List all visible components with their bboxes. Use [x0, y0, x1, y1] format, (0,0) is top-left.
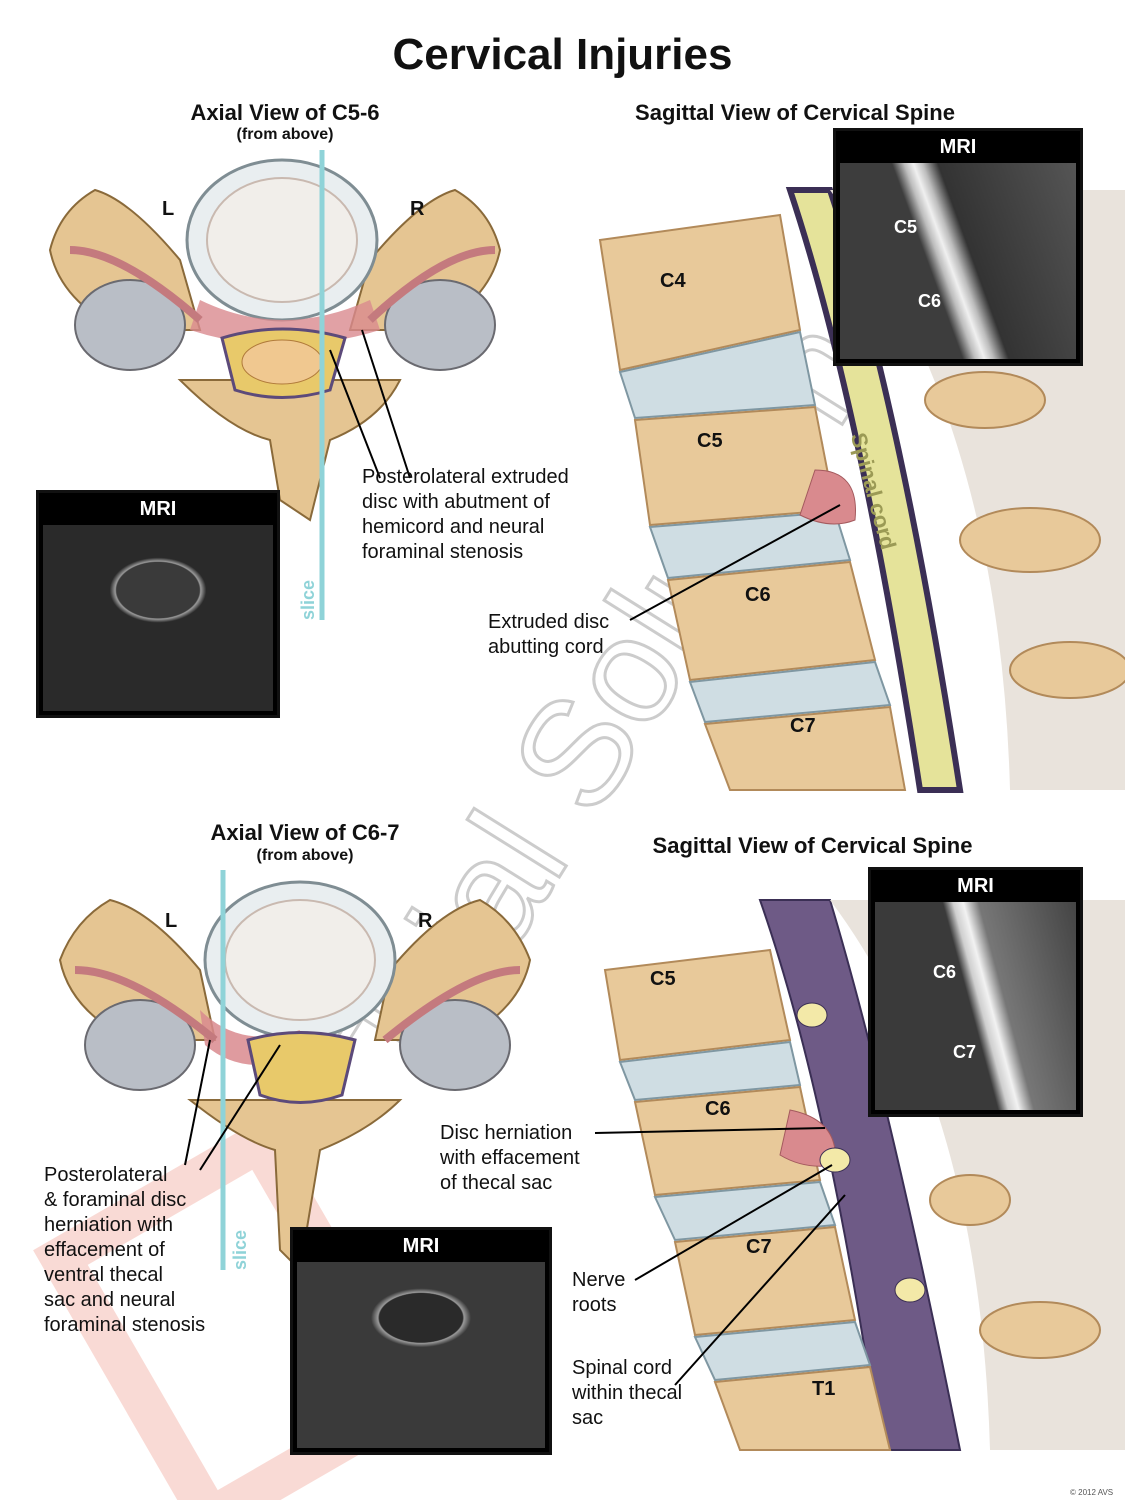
copyright: © 2012 AVS	[1070, 1488, 1114, 1497]
annotation-line: ventral thecal	[44, 1264, 163, 1286]
axial-c5-6-mri-panel: MRI	[36, 490, 280, 718]
annotation-line: hemicord and neural	[362, 516, 545, 538]
spinal-cord-thecal-annotation: Spinal cord within thecal sac	[572, 1356, 682, 1431]
slice-label: slice	[230, 1229, 250, 1270]
mri-image	[840, 163, 1076, 359]
right-marker: R	[410, 198, 425, 220]
mri-label: MRI	[957, 875, 994, 897]
mri-vertebra-label: C6	[933, 962, 957, 982]
right-marker: R	[418, 910, 433, 932]
mri-label: MRI	[402, 1235, 440, 1257]
annotation-line: Nerve	[572, 1269, 626, 1291]
vertebra-c7: C7	[746, 1236, 772, 1258]
left-marker: L	[165, 910, 178, 932]
axial-c6-7-annotation: Posterolateral & foraminal disc herniati…	[44, 1163, 205, 1338]
annotation-line: Posterolateral	[44, 1164, 168, 1186]
annotation-line: effacement of	[44, 1239, 165, 1261]
annotation-line: herniation with	[44, 1214, 173, 1236]
axial-c6-7-drawing	[58, 870, 532, 1273]
vertebra-c5: C5	[697, 430, 723, 452]
mri-image	[297, 1262, 545, 1448]
annotation-line: with effacement	[440, 1147, 580, 1169]
sagittal-bottom-title: Sagittal View of Cervical Spine	[652, 833, 973, 858]
annotation-line: within thecal	[572, 1382, 683, 1404]
nerve-roots-annotation: Nerve roots	[572, 1268, 625, 1318]
axial-c5-6-annotation: Posterolateral extruded disc with abutme…	[362, 465, 569, 565]
axial-c6-7-title: Axial View of C6-7	[210, 820, 400, 845]
sagittal-bottom-drawing	[594, 899, 1125, 1451]
vertebra-c7: C7	[790, 715, 816, 737]
mri-label: MRI	[139, 498, 177, 520]
left-marker: L	[162, 198, 175, 220]
vertebra-t1: T1	[812, 1378, 836, 1400]
annotation-line: disc with abutment of	[362, 491, 550, 513]
annotation-line: foraminal stenosis	[362, 541, 524, 563]
annotation-line: sac	[572, 1407, 604, 1429]
annotation-line: abutting cord	[488, 636, 604, 658]
sagittal-top-title: Sagittal View of Cervical Spine	[635, 100, 955, 125]
annotation-line: sac and neural	[44, 1289, 176, 1311]
annotation-line: of thecal sac	[440, 1172, 553, 1194]
annotation-line: Spinal cord	[572, 1357, 673, 1379]
vertebra-c5: C5	[650, 968, 676, 990]
extruded-disc-annotation: Extruded disc abutting cord	[488, 610, 609, 660]
mri-image	[43, 525, 273, 711]
annotation-line: Disc herniation	[440, 1122, 573, 1144]
page-title: Cervical Injuries	[392, 30, 733, 79]
annotation-line: & foraminal disc	[44, 1189, 187, 1211]
vertebra-c6: C6	[705, 1098, 731, 1120]
mri-image	[875, 902, 1076, 1110]
mri-vertebra-label: C7	[953, 1042, 977, 1062]
axial-c6-7-mri-panel: MRI	[290, 1227, 552, 1455]
axial-c5-6-title: Axial View of C5-6	[190, 100, 380, 125]
axial-c5-6-drawing	[48, 150, 502, 620]
vertebra-c4: C4	[660, 270, 686, 292]
sagittal-top-mri-panel: MRI C5 C6	[833, 128, 1083, 366]
annotation-line: Posterolateral extruded	[362, 466, 569, 488]
disc-herniation-annotation: Disc herniation with effacement of theca…	[440, 1121, 580, 1196]
annotation-line: Extruded disc	[488, 611, 610, 633]
annotation-line: roots	[572, 1294, 617, 1316]
vertebra-c6: C6	[745, 584, 771, 606]
annotation-line: foraminal stenosis	[44, 1314, 206, 1336]
mri-vertebra-label: C5	[894, 217, 918, 237]
mri-vertebra-label: C6	[918, 291, 942, 311]
slice-label: slice	[298, 579, 318, 620]
axial-c6-7-subtitle: (from above)	[256, 847, 354, 864]
sagittal-bottom-mri-panel: MRI C6 C7	[868, 867, 1083, 1117]
mri-label: MRI	[939, 136, 977, 158]
axial-c5-6-subtitle: (from above)	[236, 126, 334, 143]
